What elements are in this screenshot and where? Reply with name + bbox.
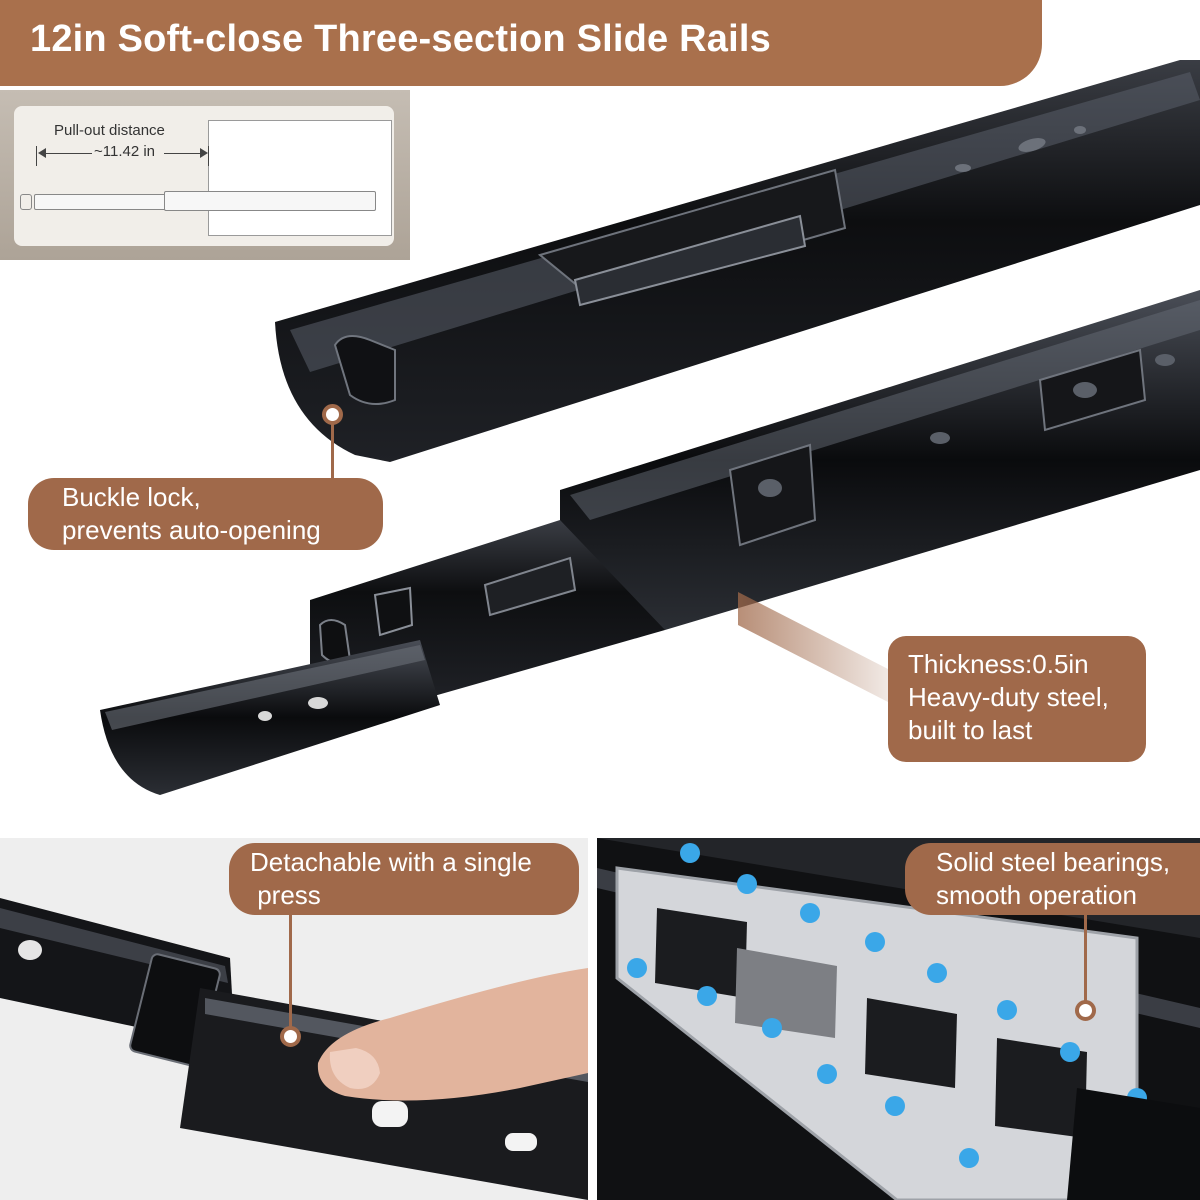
detach-marker	[280, 1026, 301, 1047]
bearings-callout: Solid steel bearings, smooth operation	[905, 843, 1200, 915]
pullout-diagram: Pull-out distance ~11.42 in	[14, 106, 394, 246]
drawer-outline	[208, 120, 392, 236]
diagram-rail-end	[20, 194, 32, 210]
dimension-line-right	[164, 153, 200, 154]
bearings-photo-panel	[597, 838, 1200, 1200]
slide-rails-illustration	[100, 60, 1200, 795]
detach-photo	[0, 898, 588, 1200]
thickness-line2: Heavy-duty steel,	[908, 682, 1109, 712]
bearings-connector	[1084, 910, 1087, 1002]
pullout-diagram-panel: Pull-out distance ~11.42 in	[0, 90, 410, 260]
dimension-line-left	[44, 153, 92, 154]
thickness-line1: Thickness:0.5in	[908, 649, 1089, 679]
thickness-callout: Thickness:0.5in Heavy-duty steel, built …	[888, 636, 1146, 762]
buckle-lock-connector	[331, 416, 334, 478]
pullout-distance-label: Pull-out distance	[54, 122, 165, 139]
detach-line1: Detachable with a single	[250, 847, 532, 877]
dimension-arrow-right	[200, 148, 208, 158]
diagram-housed-rail	[164, 191, 376, 211]
thickness-line3: built to last	[908, 715, 1033, 745]
dimension-tick-right	[208, 146, 209, 166]
detach-connector	[289, 900, 292, 1028]
detach-callout: Detachable with a single press	[229, 843, 579, 915]
dimension-tick-left	[36, 146, 37, 166]
bearings-line2: smooth operation	[936, 880, 1137, 910]
bearings-marker	[1075, 1000, 1096, 1021]
bearings-line1: Solid steel bearings,	[936, 847, 1171, 877]
buckle-lock-line2: prevents auto-opening	[62, 515, 321, 545]
detach-line2: press	[250, 880, 321, 910]
pullout-distance-value: ~11.42 in	[94, 143, 156, 160]
lower-slide-rail	[100, 290, 1200, 795]
title-banner	[0, 0, 1042, 86]
buckle-lock-marker	[322, 404, 343, 425]
buckle-lock-callout: Buckle lock, prevents auto-opening	[28, 478, 383, 550]
bearings-photo	[597, 838, 1200, 1200]
buckle-lock-line1: Buckle lock,	[62, 482, 201, 512]
page-title: 12in Soft-close Three-section Slide Rail…	[30, 18, 771, 60]
upper-slide-rail	[275, 60, 1200, 462]
dimension-arrow-left	[38, 148, 46, 158]
